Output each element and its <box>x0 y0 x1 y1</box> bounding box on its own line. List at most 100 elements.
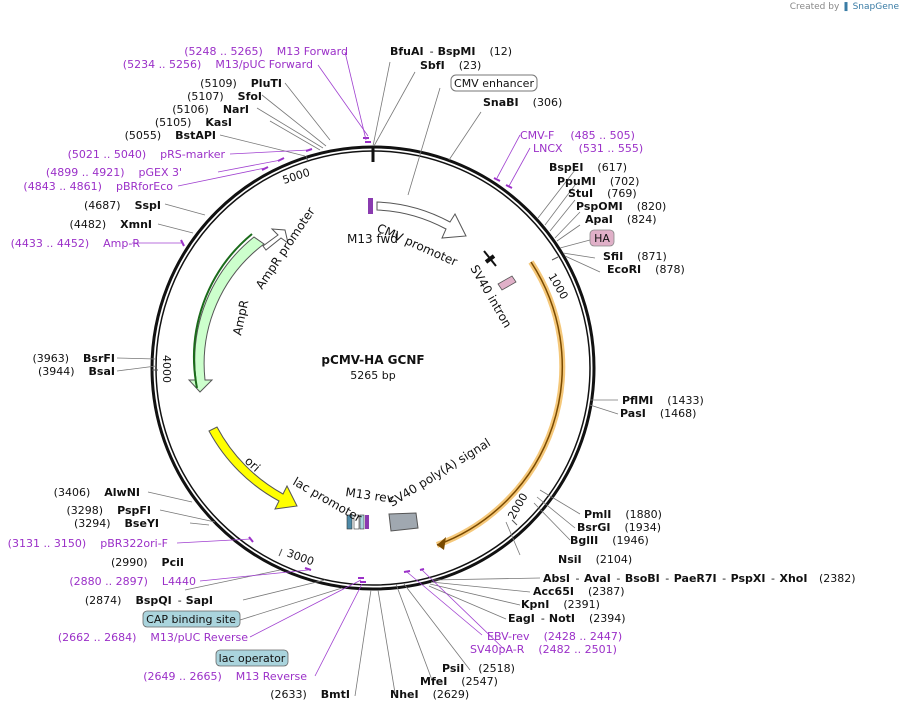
label-bseyi-pos: (3294) <box>74 517 111 530</box>
svg-text:PsiI(2518): PsiI(2518) <box>442 662 515 675</box>
scale-label-3000: 3000 <box>285 547 316 569</box>
label-xhoi[interactable]: XhoI <box>779 572 807 585</box>
label-bspqi[interactable]: BspQI <box>135 594 171 607</box>
label-pspfi[interactable]: PspFI <box>117 504 151 517</box>
label-stui[interactable]: StuI <box>568 187 593 200</box>
m13-rev-primer-mark[interactable] <box>365 515 369 529</box>
label-lncx[interactable]: LNCX <box>533 142 563 155</box>
label-bglii[interactable]: BglII <box>570 534 598 547</box>
label-cmv-f[interactable]: CMV-F <box>520 129 554 142</box>
label-amp-r[interactable]: Amp-R <box>103 237 140 250</box>
label-snabi[interactable]: SnaBI <box>483 96 519 109</box>
label-bstapi-pos: (5055) <box>125 129 162 142</box>
label-bsrgi-pos: (1934) <box>624 521 661 534</box>
label-sv40pa-r[interactable]: SV40pA-R <box>470 643 525 656</box>
svg-text:(5248 .. 5265)M13 Forward: (5248 .. 5265)M13 Forward <box>184 45 348 58</box>
cmv-promoter-arrow[interactable] <box>376 201 467 239</box>
ha-tag-mark[interactable] <box>497 275 517 291</box>
label-m13-reverse[interactable]: M13 Reverse <box>236 670 307 683</box>
label-l4440[interactable]: L4440 <box>162 575 196 588</box>
ampr-promoter-arrow[interactable] <box>262 228 289 251</box>
label-nsii[interactable]: NsiI <box>558 553 582 566</box>
label-bfuai[interactable]: BfuAI <box>390 45 424 58</box>
label-pgex3[interactable]: pGEX 3' <box>138 166 182 179</box>
label-kpni[interactable]: KpnI <box>521 598 549 611</box>
label-pluti[interactable]: PluTI <box>251 77 282 90</box>
label-bsrfi[interactable]: BsrFI <box>83 352 115 365</box>
label-bspmi[interactable]: BspMI <box>438 45 476 58</box>
m13-fwd-primer-mark[interactable] <box>368 198 373 214</box>
label-ppumi-name[interactable]: PpuMI <box>557 175 596 188</box>
svg-text:(2874)BspQI-SapI: (2874)BspQI-SapI <box>85 594 213 607</box>
label-bsrgi[interactable]: BsrGI <box>577 521 610 534</box>
label-nari-pos: (5106) <box>172 103 209 116</box>
label-pmli[interactable]: PmlI <box>584 508 611 521</box>
label-avai[interactable]: AvaI <box>584 572 611 585</box>
label-pasi-pos: (1468) <box>660 407 697 420</box>
label-eagi[interactable]: EagI <box>508 612 535 625</box>
lac-operator-box[interactable]: lac operator <box>215 649 289 667</box>
label-psii[interactable]: PsiI <box>442 662 464 675</box>
label-bstapi[interactable]: BstAPI <box>175 129 216 142</box>
sv40-polya-signal-mark[interactable] <box>388 512 419 532</box>
label-bmti[interactable]: BmtI <box>321 688 350 701</box>
label-nari[interactable]: NarI <box>223 103 249 116</box>
svg-text:PflMI(1433): PflMI(1433) <box>622 394 704 407</box>
svg-text:AbsI - AvaI -: AbsI - AvaI - BsoBI - PaeR7I - PspXI - X… <box>543 572 856 585</box>
label-noti[interactable]: NotI <box>549 612 575 625</box>
cap-binding-site-mark[interactable] <box>346 514 353 530</box>
label-sfii[interactable]: SfiI <box>603 250 623 263</box>
svg-text:(5107)SfoI: (5107)SfoI <box>187 90 262 103</box>
label-sfoi[interactable]: SfoI <box>238 90 262 103</box>
label-m13puc-reverse[interactable]: M13/pUC Reverse <box>150 631 248 644</box>
label-pflmi[interactable]: PflMI <box>622 394 653 407</box>
label-sep: - <box>665 572 669 585</box>
plasmid-name: pCMV-HA GCNF <box>321 353 424 367</box>
label-apai[interactable]: ApaI <box>585 213 613 226</box>
svg-text:BfuAI-BspMI(12): BfuAI-BspMI(12) <box>390 45 512 58</box>
label-kasi[interactable]: KasI <box>205 116 232 129</box>
label-apai-pos: (824) <box>627 213 657 226</box>
label-mfei[interactable]: MfeI <box>420 675 447 688</box>
label-ebv-rev[interactable]: EBV-rev <box>487 630 530 643</box>
lac-promoter-mark[interactable] <box>353 514 360 530</box>
svg-text:StuI(769): StuI(769) <box>568 187 637 200</box>
lac-operator-mark[interactable] <box>359 514 365 530</box>
label-nhei[interactable]: NheI <box>390 688 419 701</box>
label-pbrforeco[interactable]: pBRforEco <box>116 180 173 193</box>
label-pcii[interactable]: PciI <box>162 556 184 569</box>
label-pspxi[interactable]: PspXI <box>731 572 766 585</box>
label-pbr322ori-f[interactable]: pBR322ori-F <box>100 537 168 550</box>
label-bseyi[interactable]: BseYI <box>125 517 159 530</box>
label-bspei[interactable]: BspEI <box>549 161 583 174</box>
ori-arrow[interactable] <box>208 426 298 510</box>
label-prs-marker[interactable]: pRS-marker <box>160 148 225 161</box>
label-bsobi[interactable]: BsoBI <box>625 572 660 585</box>
cmv-enhancer-box[interactable]: CMV enhancer <box>450 74 538 92</box>
label-m13puc-forward[interactable]: M13/pUC Forward <box>215 58 313 71</box>
svg-text:(5055)BstAPI: (5055) BstAPI <box>125 129 216 142</box>
label-sapi[interactable]: SapI <box>186 594 213 607</box>
label-pmli-pos: (1880) <box>625 508 662 521</box>
label-sspi[interactable]: SspI <box>135 199 161 212</box>
svg-text:PmlI(1880): PmlI (1880) <box>584 508 662 521</box>
svg-text:(5109)PluTI: (5109)PluTI <box>200 77 282 90</box>
label-pspomi[interactable]: PspOMI <box>576 200 623 213</box>
label-absi[interactable]: AbsI <box>543 572 570 585</box>
ha-feature-box[interactable]: HA <box>589 229 615 247</box>
ampr-arrow[interactable] <box>187 236 265 393</box>
svg-text:BglII(1946): BglII(1946) <box>570 534 649 547</box>
label-bsai[interactable]: BsaI <box>89 365 115 378</box>
label-m13-forward[interactable]: M13 Forward <box>277 45 348 58</box>
credit-brand: SnapGene <box>852 2 899 12</box>
label-sbfi[interactable]: SbfI <box>420 59 445 72</box>
label-alwni[interactable]: AlwNI <box>104 486 140 499</box>
label-pasi[interactable]: PasI <box>620 407 646 420</box>
label-ecori[interactable]: EcoRI <box>607 263 641 276</box>
label-acc65i[interactable]: Acc65I <box>533 585 574 598</box>
label-paer7i[interactable]: PaeR7I <box>674 572 717 585</box>
svg-text:(3944)BsaI: (3944)BsaI <box>38 365 115 378</box>
label-xmni[interactable]: XmnI <box>120 218 152 231</box>
cap-binding-site-box[interactable]: CAP binding site <box>142 610 241 628</box>
